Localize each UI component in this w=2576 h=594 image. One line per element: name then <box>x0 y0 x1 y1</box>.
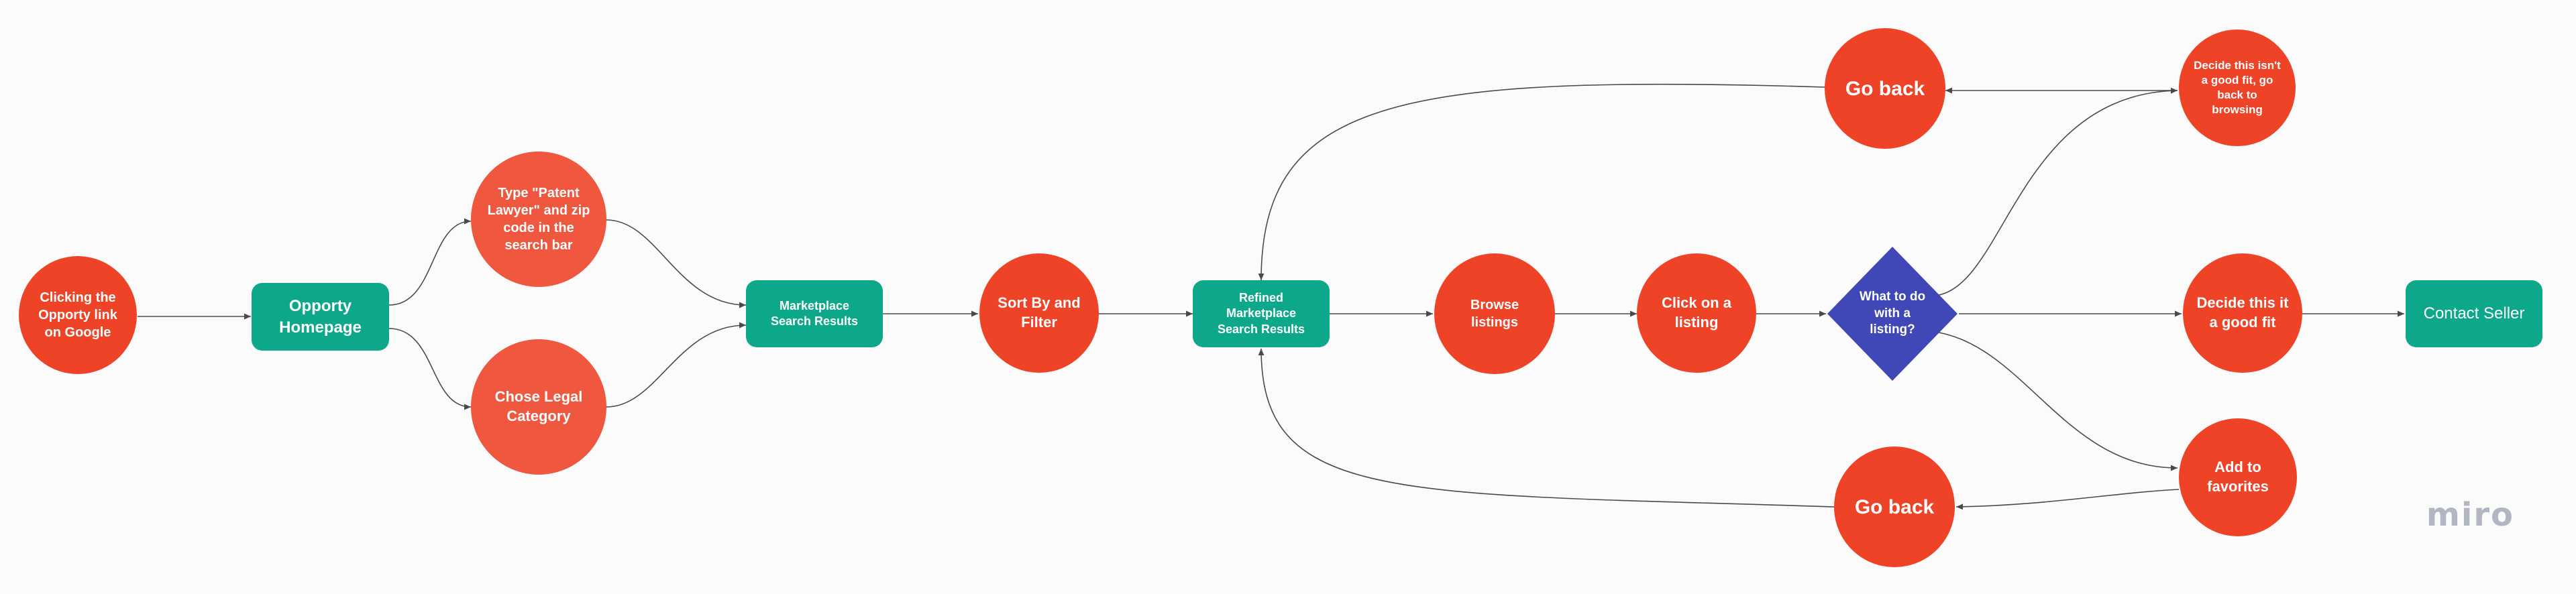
node-decision-label: What to do with a listing? <box>1859 289 1926 337</box>
connector-goback-to-refined-bottom <box>1258 348 1835 508</box>
node-decide-good-fit-label: Decide this it a good fit <box>2196 294 2289 331</box>
node-go-back-bottom-label: Go back <box>1854 495 1935 518</box>
node-add-favorites-label: Add to favorites <box>2207 459 2269 495</box>
node-sort-filter-label: Sort By and Filter <box>998 294 1081 331</box>
node-contact-seller-label: Contact Seller <box>2423 304 2525 323</box>
node-browse-listings[interactable]: Browse listings <box>1434 253 1555 374</box>
node-type-patent-label: Type "Patent Lawyer" and zip code in the… <box>487 186 590 253</box>
connector-favorites-to-goback <box>1955 489 2180 510</box>
node-type-patent[interactable]: Type "Patent Lawyer" and zip code in the… <box>471 152 606 287</box>
node-click-listing-label: Click on a listing <box>1662 294 1731 331</box>
node-decide-not-fit[interactable]: Decide this isn't a good fit, go back to… <box>2179 29 2296 146</box>
node-clicking-link-label: Clicking the Opporty link on Google <box>38 290 117 340</box>
node-contact-seller[interactable]: Contact Seller <box>2406 280 2542 347</box>
miro-logo: miro <box>2426 496 2514 534</box>
node-marketplace-results[interactable]: Marketplace Search Results <box>746 280 883 347</box>
node-click-listing[interactable]: Click on a listing <box>1637 253 1756 373</box>
node-opporty-homepage-label: Opporty Homepage <box>279 297 362 337</box>
connector-category-to-results <box>606 322 747 408</box>
connector-homepage-to-type <box>388 218 472 306</box>
connector-decision-to-favorites <box>1938 332 2178 471</box>
node-browse-listings-label: Browse listings <box>1470 298 1519 330</box>
node-marketplace-results-label: Marketplace Search Results <box>770 298 859 328</box>
connector-homepage-to-category <box>388 328 472 410</box>
node-decision-diamond[interactable]: What to do with a listing? <box>1826 245 1959 382</box>
node-sort-filter[interactable]: Sort By and Filter <box>979 253 1099 373</box>
node-add-favorites[interactable]: Add to favorites <box>2179 418 2297 536</box>
node-chose-category[interactable]: Chose Legal Category <box>471 339 606 475</box>
node-chose-category-label: Chose Legal Category <box>494 388 583 424</box>
node-opporty-homepage[interactable]: Opporty Homepage <box>252 283 389 351</box>
node-decide-good-fit[interactable]: Decide this it a good fit <box>2183 253 2302 373</box>
node-go-back-top[interactable]: Go back <box>1825 28 1945 149</box>
connector-goback-to-refined <box>1258 83 1825 281</box>
connector-decision-to-notfit <box>1938 87 2178 296</box>
node-refined-results[interactable]: Refined Marketplace Search Results <box>1193 280 1330 347</box>
node-refined-results-label: Refined Marketplace Search Results <box>1217 290 1305 336</box>
node-go-back-top-label: Go back <box>1845 77 1925 100</box>
connector-type-to-results <box>606 219 747 308</box>
node-clicking-link[interactable]: Clicking the Opporty link on Google <box>19 256 137 374</box>
node-go-back-bottom[interactable]: Go back <box>1834 447 1955 567</box>
node-decide-not-fit-label: Decide this isn't a good fit, go back to… <box>2194 58 2281 117</box>
diamond-shape <box>1827 247 1957 381</box>
